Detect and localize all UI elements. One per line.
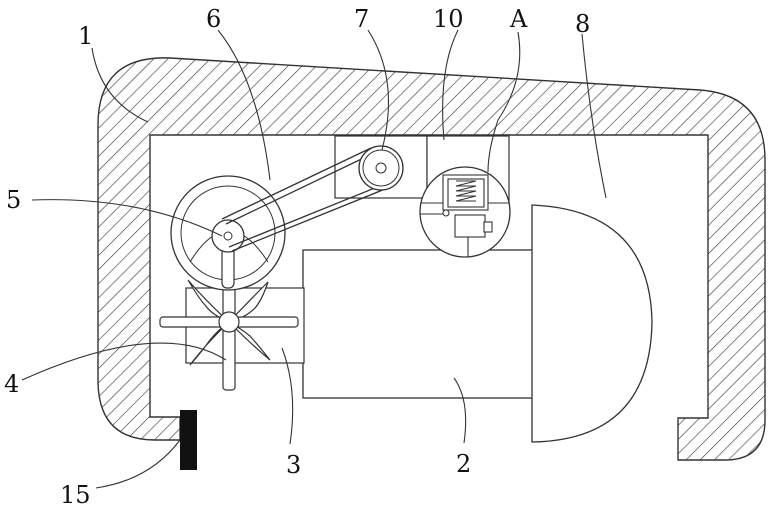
label-15: 15 <box>60 481 91 509</box>
label-2: 2 <box>456 450 471 478</box>
dome-8 <box>532 205 652 442</box>
label-5: 5 <box>6 186 21 214</box>
crank-disk-5 <box>171 176 285 290</box>
label-3: 3 <box>286 451 301 479</box>
block-15 <box>180 410 197 470</box>
label-7: 7 <box>354 5 369 33</box>
main-body-2 <box>303 250 533 398</box>
pulley-7 <box>359 146 403 190</box>
label-4: 4 <box>4 370 19 398</box>
label-8: 8 <box>575 10 590 38</box>
label-6: 6 <box>206 5 221 33</box>
label-a: A <box>509 5 528 33</box>
label-10: 10 <box>433 5 464 33</box>
label-1: 1 <box>78 22 93 50</box>
